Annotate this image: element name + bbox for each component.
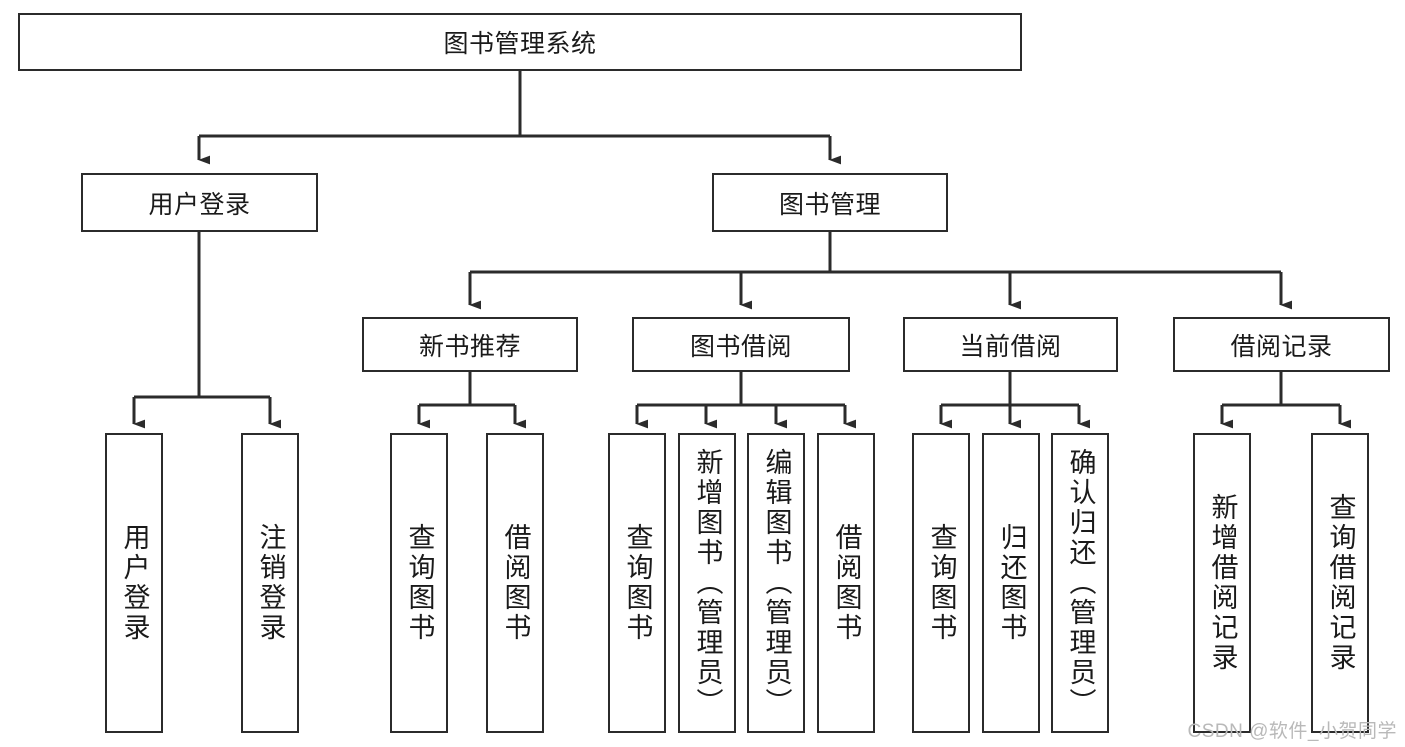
node-leaf-add-book-label: 新增图书（管理员） [692,448,723,718]
node-leaf-borrow-book-1-label: 借阅图书 [500,523,531,643]
node-leaf-query-book-3-label: 查询图书 [926,523,957,643]
node-user-login-label: 用户登录 [148,190,251,219]
node-leaf-add-record[interactable]: 新增借阅记录 [1193,433,1251,733]
node-leaf-add-record-label: 新增借阅记录 [1207,493,1238,673]
node-leaf-edit-book[interactable]: 编辑图书（管理员） [747,433,805,733]
node-leaf-user-login[interactable]: 用户登录 [105,433,163,733]
node-leaf-logout-login-label: 注销登录 [255,523,286,643]
node-borrow-record[interactable]: 借阅记录 [1173,317,1390,372]
node-new-book-recommend[interactable]: 新书推荐 [362,317,578,372]
node-leaf-query-record-label: 查询借阅记录 [1325,493,1356,673]
node-current-borrow-label: 当前借阅 [959,332,1062,361]
node-leaf-confirm-return-label: 确认归还（管理员） [1065,448,1096,718]
node-book-borrow-label: 图书借阅 [689,332,792,361]
node-leaf-return-book[interactable]: 归还图书 [982,433,1040,733]
node-leaf-query-book-1-label: 查询图书 [404,523,435,643]
node-root[interactable]: 图书管理系统 [18,13,1022,71]
node-leaf-add-book[interactable]: 新增图书（管理员） [678,433,736,733]
node-leaf-logout-login[interactable]: 注销登录 [241,433,299,733]
node-leaf-borrow-book-1[interactable]: 借阅图书 [486,433,544,733]
node-leaf-user-login-label: 用户登录 [119,523,150,643]
node-borrow-record-label: 借阅记录 [1230,332,1333,361]
node-leaf-query-book-1[interactable]: 查询图书 [390,433,448,733]
node-leaf-edit-book-label: 编辑图书（管理员） [761,448,792,718]
node-book-borrow[interactable]: 图书借阅 [632,317,850,372]
node-new-book-recommend-label: 新书推荐 [418,332,521,361]
node-leaf-query-book-2-label: 查询图书 [622,523,653,643]
node-leaf-query-book-2[interactable]: 查询图书 [608,433,666,733]
node-leaf-query-record[interactable]: 查询借阅记录 [1311,433,1369,733]
node-leaf-query-book-3[interactable]: 查询图书 [912,433,970,733]
node-leaf-borrow-book-2-label: 借阅图书 [831,523,862,643]
node-book-management-label: 图书管理 [778,190,881,219]
node-current-borrow[interactable]: 当前借阅 [903,317,1118,372]
node-leaf-borrow-book-2[interactable]: 借阅图书 [817,433,875,733]
watermark: CSDN @软件_小贺同学 [1187,721,1397,742]
node-book-management[interactable]: 图书管理 [712,173,948,232]
node-leaf-return-book-label: 归还图书 [996,523,1027,643]
node-root-label: 图书管理系统 [443,30,597,58]
node-user-login[interactable]: 用户登录 [81,173,318,232]
node-leaf-confirm-return[interactable]: 确认归还（管理员） [1051,433,1109,733]
